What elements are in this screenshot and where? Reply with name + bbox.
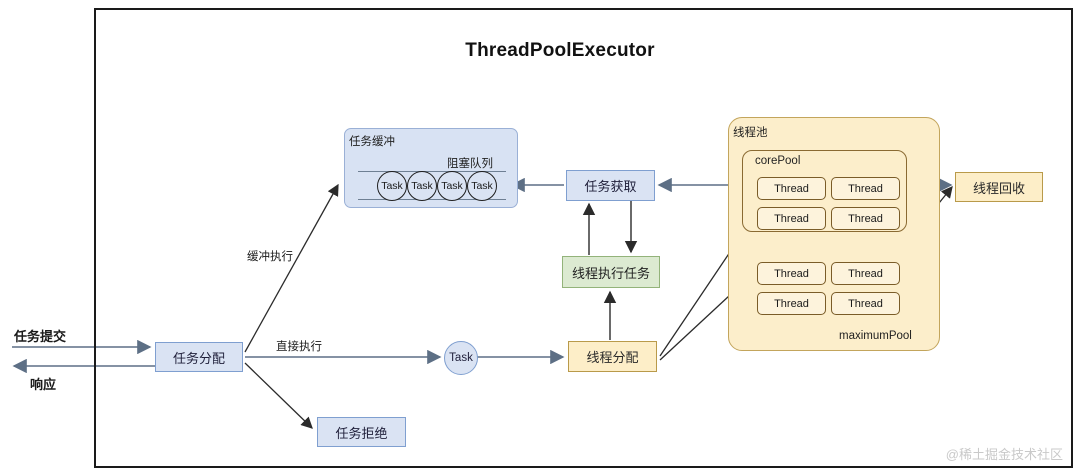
node-thread-dispatch[interactable]: 线程分配 bbox=[568, 341, 657, 372]
max-thread-3[interactable]: Thread bbox=[831, 292, 900, 315]
thread-pool-label: 线程池 bbox=[733, 127, 768, 139]
queue-task-3[interactable]: Task bbox=[467, 171, 497, 201]
queue-rail-top bbox=[358, 171, 506, 173]
core-thread-2[interactable]: Thread bbox=[757, 207, 826, 230]
max-thread-1-label: Thread bbox=[848, 267, 883, 280]
core-thread-1-label: Thread bbox=[848, 182, 883, 195]
node-task-single-label: Task bbox=[449, 352, 473, 364]
node-task-dispatch[interactable]: 任务分配 bbox=[155, 342, 243, 372]
node-thread-run-task-label: 线程执行任务 bbox=[571, 265, 650, 281]
max-thread-2-label: Thread bbox=[774, 297, 809, 310]
node-thread-recycle[interactable]: 线程回收 bbox=[955, 172, 1043, 202]
core-thread-2-label: Thread bbox=[774, 212, 809, 225]
queue-task-1[interactable]: Task bbox=[407, 171, 437, 201]
executor-boundary bbox=[94, 8, 1073, 468]
task-buffer-title: 任务缓冲 bbox=[349, 136, 395, 148]
node-task-fetch-label: 任务获取 bbox=[584, 179, 637, 194]
label-response: 响应 bbox=[30, 377, 57, 392]
queue-task-1-label: Task bbox=[411, 180, 433, 192]
queue-task-3-label: Task bbox=[471, 180, 493, 192]
queue-task-0-label: Task bbox=[381, 180, 403, 192]
node-thread-dispatch-label: 线程分配 bbox=[586, 350, 639, 365]
maximum-pool-label: maximumPool bbox=[839, 330, 912, 342]
edge-label-buffer-exec: 缓冲执行 bbox=[247, 251, 293, 263]
core-thread-3-label: Thread bbox=[848, 212, 883, 225]
node-task-fetch[interactable]: 任务获取 bbox=[566, 170, 655, 201]
core-thread-0-label: Thread bbox=[774, 182, 809, 195]
node-task-single[interactable]: Task bbox=[444, 341, 478, 375]
queue-task-2[interactable]: Task bbox=[437, 171, 467, 201]
label-task-submit: 任务提交 bbox=[14, 329, 67, 344]
queue-task-0[interactable]: Task bbox=[377, 171, 407, 201]
max-thread-1[interactable]: Thread bbox=[831, 262, 900, 285]
node-task-reject[interactable]: 任务拒绝 bbox=[317, 417, 406, 447]
queue-task-2-label: Task bbox=[441, 180, 463, 192]
core-thread-1[interactable]: Thread bbox=[831, 177, 900, 200]
page-title: ThreadPoolExecutor bbox=[465, 40, 655, 61]
core-pool-label: corePool bbox=[755, 155, 801, 167]
max-thread-2[interactable]: Thread bbox=[757, 292, 826, 315]
queue-rail-bottom bbox=[358, 199, 506, 201]
node-task-dispatch-label: 任务分配 bbox=[172, 350, 225, 366]
node-thread-recycle-label: 线程回收 bbox=[972, 180, 1025, 196]
max-thread-0-label: Thread bbox=[774, 267, 809, 280]
node-task-reject-label: 任务拒绝 bbox=[335, 425, 388, 441]
edge-label-direct-exec: 直接执行 bbox=[276, 341, 322, 353]
max-thread-3-label: Thread bbox=[848, 297, 883, 310]
core-thread-3[interactable]: Thread bbox=[831, 207, 900, 230]
node-thread-run-task[interactable]: 线程执行任务 bbox=[562, 256, 660, 288]
core-thread-0[interactable]: Thread bbox=[757, 177, 826, 200]
watermark: @稀土掘金技术社区 bbox=[945, 447, 1063, 462]
max-thread-0[interactable]: Thread bbox=[757, 262, 826, 285]
blocking-queue-title: 阻塞队列 bbox=[447, 158, 493, 170]
